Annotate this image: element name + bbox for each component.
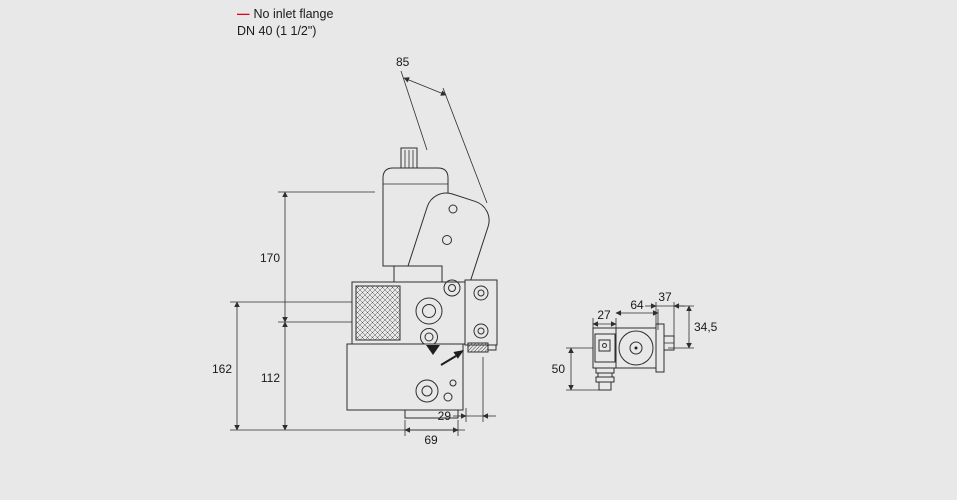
cable-connector [594, 333, 616, 363]
valve-side-view [592, 323, 675, 391]
actuator-neck [393, 265, 443, 283]
flange-bolt-hole [473, 285, 489, 301]
valve-front-view [346, 147, 498, 419]
dim-label-112: 112 [261, 371, 280, 385]
witness-line [442, 87, 488, 204]
flow-direction-marker [426, 345, 440, 355]
header-line2: DN 40 (1 1/2") [237, 24, 317, 38]
bottom-boss [404, 409, 459, 419]
vent-pointer-arrow [440, 350, 464, 366]
dim-label-69: 69 [424, 433, 438, 447]
outlet-flange [464, 279, 498, 346]
dim-label-29: 29 [438, 409, 452, 423]
vent-nipple [467, 342, 497, 353]
drawing-header: —No inlet flange DN 40 (1 1/2") [237, 6, 333, 40]
witness-line [400, 70, 428, 151]
valve-body-middle [351, 279, 471, 346]
variant-dash: — [237, 7, 250, 21]
strainer-mesh [355, 285, 401, 341]
dim-label-27: 27 [597, 308, 611, 322]
front-view-dimensions: 85 170 162 112 69 29 [212, 55, 496, 447]
dim-label-64: 64 [630, 298, 644, 312]
outlet-stub [663, 335, 675, 351]
mounting-plate [655, 323, 665, 373]
dim-label-170: 170 [260, 251, 280, 265]
cable-gland [595, 367, 615, 391]
dim-label-37: 37 [658, 290, 672, 304]
side-view-dimensions: 27 64 37 34,5 50 [552, 290, 718, 391]
actuator-top-stud [400, 147, 418, 169]
dim-label-50: 50 [552, 362, 566, 376]
dimension-line [403, 77, 447, 96]
port-circle [415, 297, 443, 325]
dim-label-162: 162 [212, 362, 232, 376]
dim-label-85: 85 [396, 55, 410, 69]
valve-body-lower [346, 343, 464, 419]
flange-bolt-hole [473, 323, 489, 339]
header-line1: —No inlet flange [237, 6, 333, 23]
variant-title: No inlet flange [253, 7, 334, 21]
solenoid-coil [618, 330, 654, 366]
dim-label-34-5: 34,5 [694, 320, 718, 334]
